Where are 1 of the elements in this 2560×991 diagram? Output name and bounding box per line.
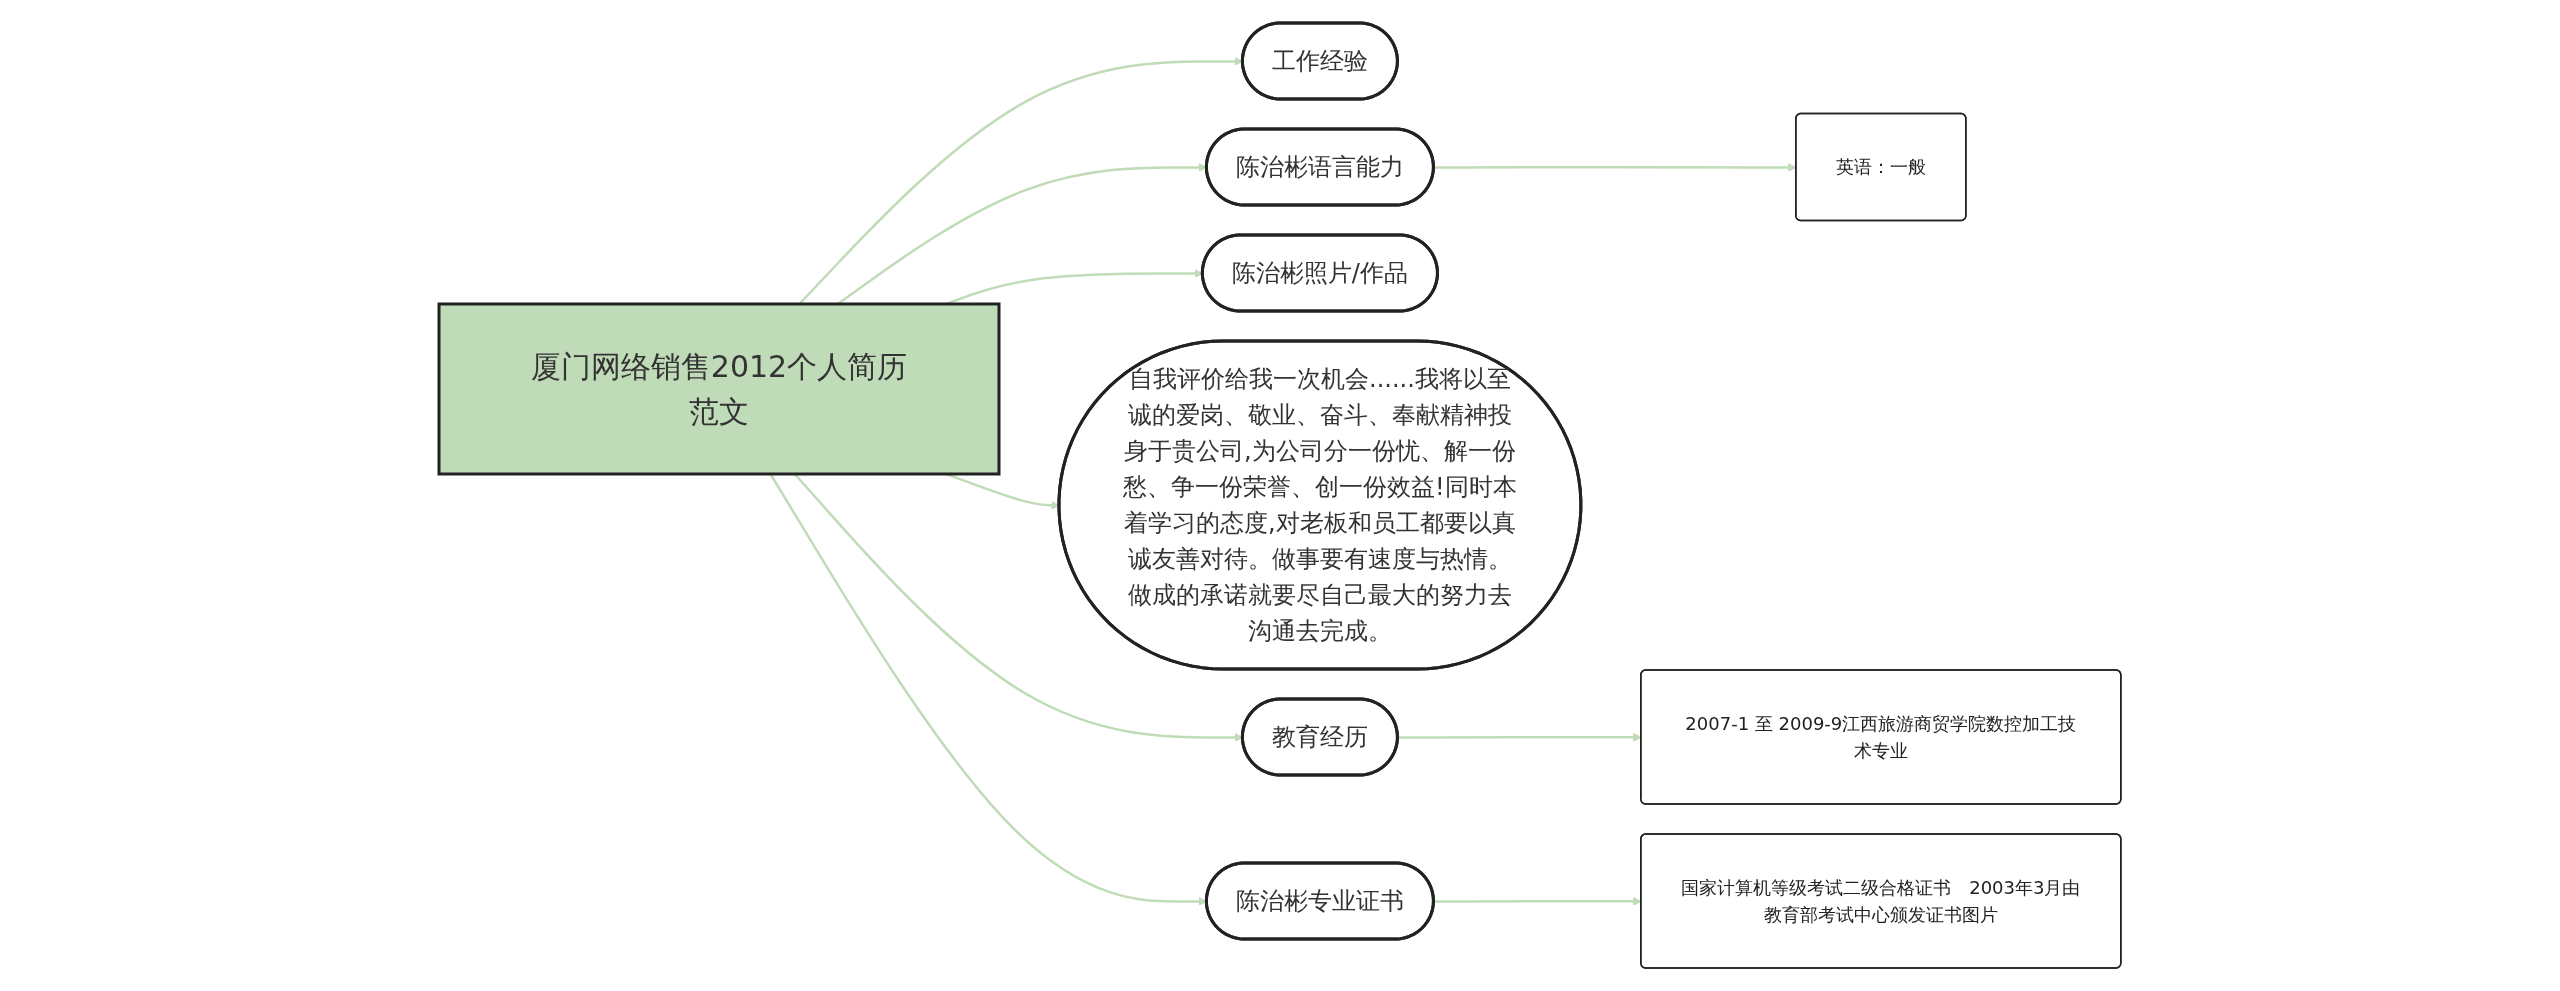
node-box: 厦门网络销售2012个人简历范文 (437, 302, 1001, 476)
